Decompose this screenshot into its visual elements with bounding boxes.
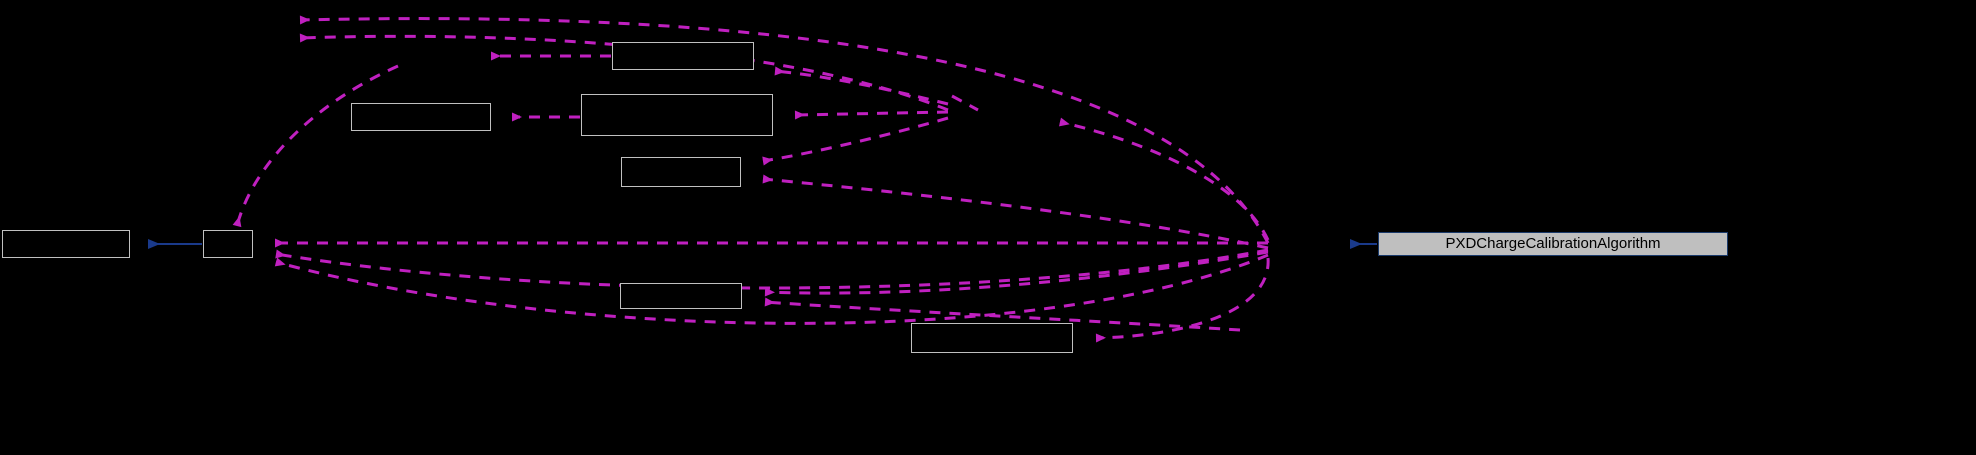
- graph-node[interactable]: [581, 94, 773, 136]
- edge-usage-hub-to-node6-b: [764, 297, 1241, 332]
- edge-usage-node1-bottom-a: [275, 248, 1269, 290]
- edge-usage-group: [232, 15, 1270, 343]
- edge-usage-hub-to-node3: [774, 66, 949, 106]
- edge-usage-top-1: [299, 15, 1270, 244]
- edge-usage-hub-to-node4: [794, 110, 949, 120]
- edge-usage-hub-to-node5-b: [762, 174, 1269, 250]
- edge-usage-far-right-up: [1059, 117, 1270, 241]
- graph-node[interactable]: [2, 230, 130, 258]
- edge-usage-hub-to-node6-a: [764, 250, 1269, 297]
- graph-node-label: PXDChargeCalibrationAlgorithm: [1445, 234, 1661, 252]
- graph-node[interactable]: [203, 230, 253, 258]
- edge-usage-to-node1: [232, 64, 399, 228]
- edge-usage-hub-to-node5-a: [762, 116, 949, 166]
- graph-node[interactable]: [351, 103, 491, 131]
- graph-node[interactable]: [911, 323, 1073, 353]
- graph-node[interactable]: [620, 283, 742, 309]
- edge-usage-stub: [951, 94, 979, 112]
- graph-node[interactable]: [621, 157, 741, 187]
- edge-usage-hub-to-node7: [1095, 257, 1270, 343]
- graph-node[interactable]: [612, 42, 754, 70]
- graph-node-current[interactable]: PXDChargeCalibrationAlgorithm: [1378, 232, 1728, 256]
- edge-usage-node1-bottom-b: [274, 253, 1269, 325]
